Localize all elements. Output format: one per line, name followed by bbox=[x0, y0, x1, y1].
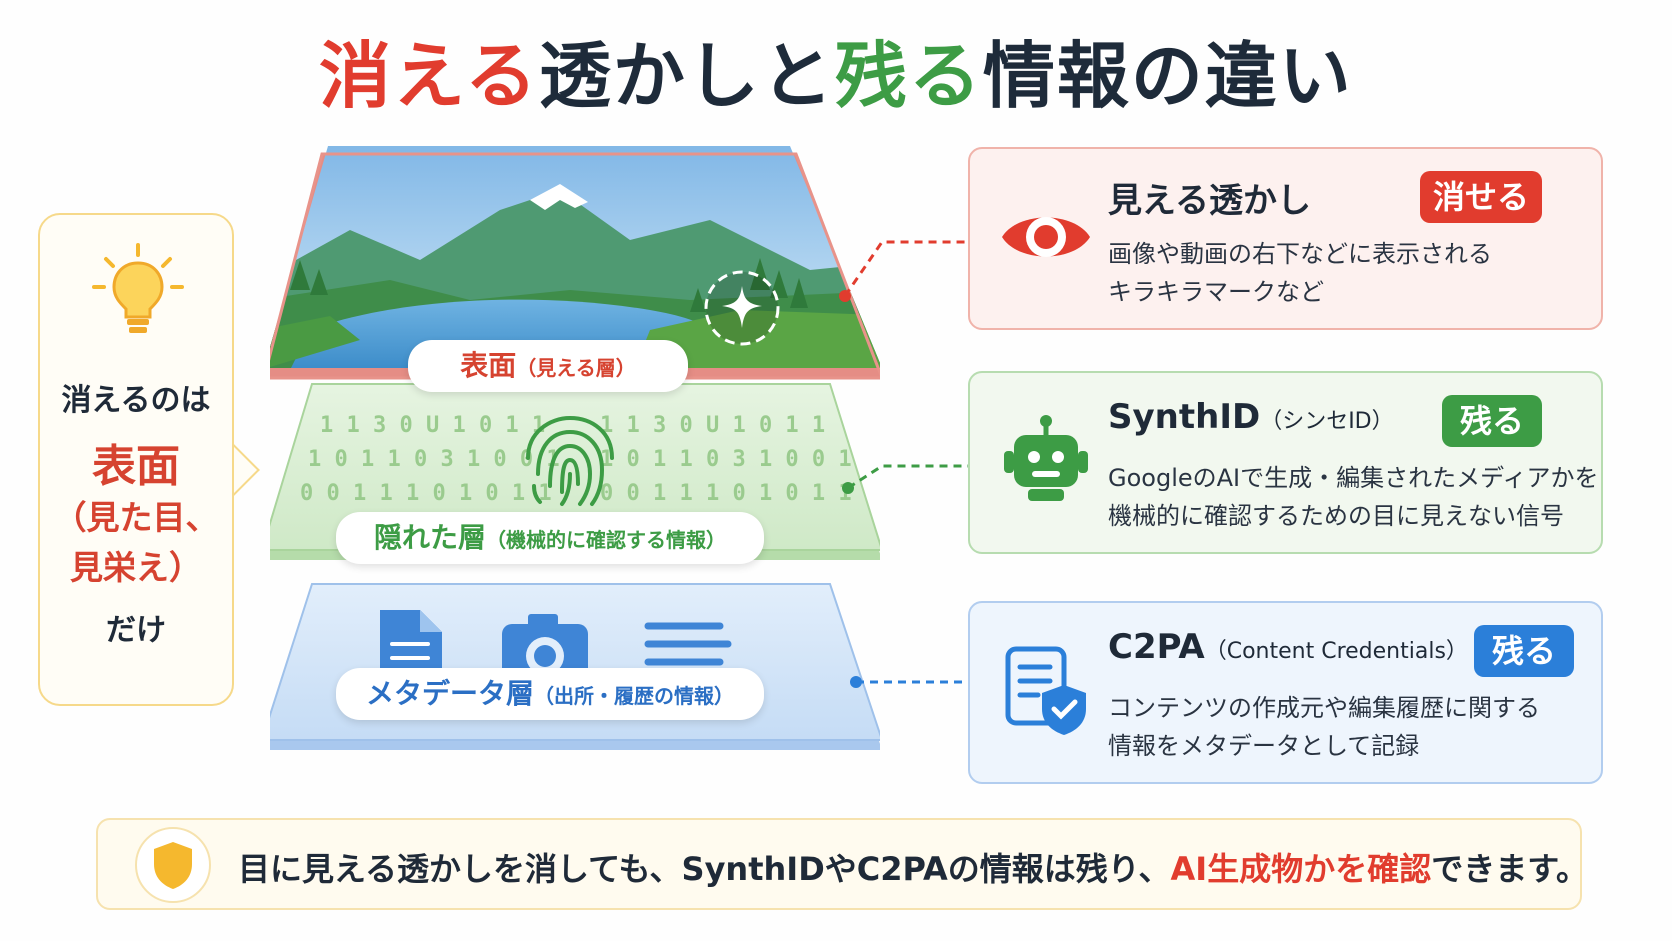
page-title: 消える透かしと残る情報の違い bbox=[0, 28, 1672, 124]
layer-stack-graphic: 1 1 3 0 U 1 0 1 1 1 0 1 1 0 3 1 0 0 1 0 … bbox=[270, 146, 880, 750]
card-synthid-title-sub: （シンセID） bbox=[1260, 409, 1394, 434]
metadata-layer-label: メタデータ層（出所・履歴の情報） bbox=[336, 668, 764, 720]
binary-row-5: 1 0 1 1 0 3 1 0 0 1 bbox=[600, 447, 852, 472]
card-visible-desc-1: 画像や動画の右下などに表示される bbox=[1108, 240, 1492, 268]
card-c2pa-title-sub: （Content Credentials） bbox=[1204, 639, 1468, 664]
note-text-appearance-line2: 見栄え） bbox=[70, 548, 202, 587]
card-visible-desc-2: キラキラマークなど bbox=[1108, 278, 1324, 306]
binary-row-1: 1 1 3 0 U 1 0 1 1 bbox=[320, 413, 545, 438]
hidden-layer-label: 隠れた層（機械的に確認する情報） bbox=[336, 512, 764, 564]
surface-label-main: 表面 bbox=[460, 349, 517, 382]
note-box: 消えるのは 表面 （見た目、 見栄え） だけ bbox=[38, 213, 234, 706]
metadata-label-sub: （出所・履歴の情報） bbox=[534, 684, 734, 708]
card-visible-badge: 消せる bbox=[1420, 171, 1542, 223]
card-c2pa-title: C2PA（Content Credentials） bbox=[1108, 627, 1468, 667]
title-part-info: 情報の違い bbox=[982, 34, 1353, 118]
hidden-label-sub: （機械的に確認する情報） bbox=[486, 528, 726, 552]
surface-layer-label: 表面（見える層） bbox=[408, 340, 688, 392]
binary-pattern: 1 1 3 0 U 1 0 1 1 1 0 1 1 0 3 1 0 0 1 0 … bbox=[300, 413, 852, 506]
card-synthid-title: SynthID（シンセID） bbox=[1108, 397, 1394, 437]
title-part-watermark: 透かしと bbox=[538, 34, 835, 118]
surface-label-sub: （見える層） bbox=[516, 356, 636, 380]
layer-stack: 1 1 3 0 U 1 0 1 1 1 0 1 1 0 3 1 0 0 1 0 … bbox=[270, 140, 880, 780]
binary-row-3: 0 0 1 1 1 0 1 0 1 1 bbox=[300, 481, 552, 506]
lightbulb-icon bbox=[92, 243, 184, 333]
summary-text-highlight: AI生成物かを確認 bbox=[1170, 850, 1432, 888]
card-synthid-desc-2: 機械的に確認するための目に見えない信号 bbox=[1108, 502, 1564, 530]
binary-row-4: 1 1 3 0 U 1 0 1 1 bbox=[600, 413, 825, 438]
fingerprint-icon bbox=[526, 415, 614, 506]
document-shield-icon bbox=[1005, 646, 1086, 735]
summary-text-part1: 目に見える透かしを消しても、SynthIDやC2PAの情報は残り、 bbox=[238, 850, 1171, 888]
hidden-label-main: 隠れた層 bbox=[373, 521, 486, 554]
title-part-disappear: 消える bbox=[319, 34, 539, 118]
title-part-remain: 残る bbox=[834, 34, 983, 118]
card-synthid-badge: 残る bbox=[1442, 395, 1542, 447]
card-visible-watermark: 見える透かし 消せる 画像や動画の右下などに表示される キラキラマークなど bbox=[968, 147, 1603, 330]
surface-layer bbox=[270, 146, 880, 380]
card-synthid-title-main: SynthID bbox=[1108, 397, 1261, 437]
note-text-surface: 表面 bbox=[92, 441, 180, 492]
shield-icon bbox=[135, 827, 211, 903]
card-c2pa-title-main: C2PA bbox=[1108, 627, 1205, 667]
card-c2pa-desc-2: 情報をメタデータとして記録 bbox=[1108, 732, 1420, 760]
eye-icon bbox=[1002, 217, 1090, 257]
summary-text-part2: できます。 bbox=[1431, 850, 1589, 888]
sparkle-icon bbox=[704, 270, 780, 346]
card-synthid-desc-1: GoogleのAIで生成・編集されたメディアかを bbox=[1108, 464, 1599, 492]
card-c2pa-badge: 残る bbox=[1474, 625, 1574, 677]
card-c2pa-desc-1: コンテンツの作成元や編集履歴に関する bbox=[1108, 694, 1540, 722]
robot-icon bbox=[1004, 415, 1088, 501]
binary-row-2: 1 0 1 1 0 3 1 0 0 1 bbox=[308, 447, 560, 472]
note-text-appearance: （見た目、 見栄え） bbox=[40, 493, 232, 593]
note-text-only: だけ bbox=[106, 613, 166, 648]
card-visible-title: 見える透かし bbox=[1108, 181, 1311, 221]
summary-text: 目に見える透かしを消しても、SynthIDやC2PAの情報は残り、AI生成物かを… bbox=[238, 844, 1588, 890]
note-text-intro: 消えるのは bbox=[61, 383, 211, 418]
binary-row-6: 0 0 1 1 1 0 1 0 1 1 bbox=[600, 481, 852, 506]
summary-banner: 目に見える透かしを消しても、SynthIDやC2PAの情報は残り、AI生成物かを… bbox=[96, 818, 1588, 910]
card-c2pa: C2PA（Content Credentials） 残る コンテンツの作成元や編… bbox=[968, 601, 1603, 784]
metadata-label-main: メタデータ層 bbox=[365, 677, 534, 710]
card-synthid: SynthID（シンセID） 残る GoogleのAIで生成・編集されたメディア… bbox=[968, 371, 1603, 554]
note-text-appearance-line1: （見た目、 bbox=[53, 498, 219, 537]
